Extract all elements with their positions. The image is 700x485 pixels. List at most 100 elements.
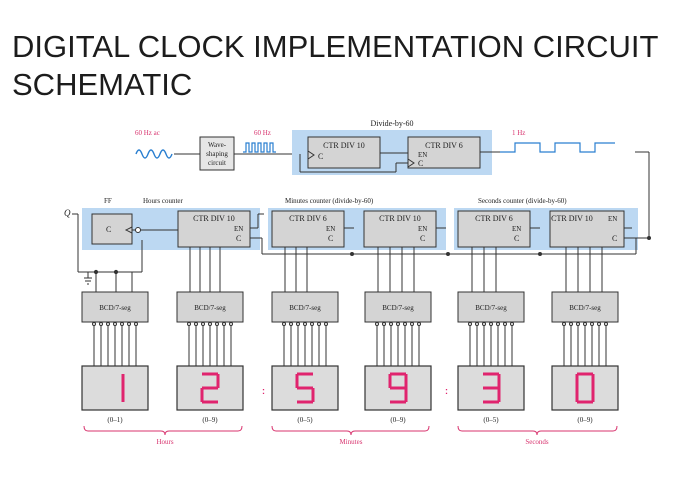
svg-text:circuit: circuit [208,159,226,167]
output-pin [389,322,393,326]
output-pin [215,322,219,326]
lit-segment [390,372,406,376]
counter-decoder-wires [189,247,603,292]
output-pin [396,322,400,326]
lit-segment [497,374,501,388]
output-pulse-icon [500,142,615,153]
output-pin [576,322,580,326]
output-pin [99,322,103,326]
range-label: (0–1) [107,416,123,424]
svg-text:C: C [612,234,617,243]
lit-segment [390,386,406,390]
svg-text:CTR DIV 10: CTR DIV 10 [551,214,593,223]
seven-segment-display [551,365,619,411]
svg-text:C: C [328,234,333,243]
counter-block-min-div10: CTR DIV 10 EN C [363,210,437,248]
output-pin [296,322,300,326]
seven-segment-display [271,365,339,411]
lit-segment [483,400,499,404]
decoder-minutes-units: BCD/7-seg [364,291,432,323]
output-pin [127,322,131,326]
output-pin [229,322,233,326]
range-label: (0–9) [202,416,218,424]
ground-icon [84,269,133,292]
svg-text:BCD/7-seg: BCD/7-seg [99,304,131,312]
svg-text:CTR DIV 6: CTR DIV 6 [425,141,463,150]
counter-block-hours-div10: CTR DIV 10 EN C [177,210,251,248]
range-label: (0–9) [577,416,593,424]
output-pin [222,322,226,326]
seven-segment-display [176,365,244,411]
separator-colon: : [262,386,265,396]
lit-segment [575,388,579,402]
lit-segment [575,374,579,388]
output-pin [403,322,407,326]
svg-text:C: C [514,234,519,243]
svg-text:CTR DIV 10: CTR DIV 10 [379,214,421,223]
counter-block-sec-div6: CTR DIV 6 EN C [457,210,531,248]
counter-blocks: CTR DIV 10 EN C CTR DIV 6 EN C CTR DIV 1… [177,210,625,248]
output-pin [194,322,198,326]
flip-flop [91,213,133,245]
svg-text:CTR DIV 6: CTR DIV 6 [475,214,513,223]
svg-text:CTR DIV 10: CTR DIV 10 [193,214,235,223]
svg-text:BCD/7-seg: BCD/7-seg [569,304,601,312]
lit-segment [216,374,220,388]
svg-text:BCD/7-seg: BCD/7-seg [382,304,414,312]
lit-segment [202,400,218,404]
output-pin [92,322,96,326]
output-pin [583,322,587,326]
output-pin [597,322,601,326]
group-label-hours: Hours [156,438,173,446]
svg-text:CTR DIV 6: CTR DIV 6 [289,214,327,223]
seven-segment-display [364,365,432,411]
output-pin [187,322,191,326]
decoder-seconds-tens: BCD/7-seg [457,291,525,323]
lit-segment [591,388,595,402]
seven-segment-display [81,365,149,411]
output-pin [510,322,514,326]
svg-text:C: C [318,152,323,161]
pulse-train-icon [243,142,276,153]
svg-text:EN: EN [512,225,521,233]
svg-text:EN: EN [608,215,617,223]
counter-block-sec-div10: CTR DIV 10 EN C [549,210,625,248]
output-pin [468,322,472,326]
output-pin [562,322,566,326]
output-pin [417,322,421,326]
lit-segment [577,400,593,404]
input-label: 60 Hz ac [135,129,160,137]
output-pin [324,322,328,326]
lit-segment [202,386,218,390]
lit-segment [404,388,408,402]
decoder-hours-tens: BCD/7-seg [81,291,149,323]
lit-segment [297,372,313,376]
output-pin [310,322,314,326]
lit-segment [200,388,204,402]
decoder-hours-units: BCD/7-seg [176,291,244,323]
decoders: BCD/7-seg BCD/7-seg BCD/7-seg BCD/7-seg … [81,291,619,323]
output-pin [604,322,608,326]
lit-segment [202,372,218,376]
output-pin [120,322,124,326]
lit-segment [295,374,299,388]
lit-segment [483,372,499,376]
svg-text:EN: EN [418,225,427,233]
seven-segment-display [457,365,525,411]
svg-text:Divide-by-60: Divide-by-60 [370,119,413,128]
output-pin [134,322,138,326]
output-pin [489,322,493,326]
output-pin [106,322,110,326]
group-label-seconds: Seconds [525,438,549,446]
counter-block-min-div6: CTR DIV 6 EN C [271,210,345,248]
svg-text:BCD/7-seg: BCD/7-seg [194,304,226,312]
lit-segment [311,388,315,402]
lit-segment [591,374,595,388]
slide-title: DIGITAL CLOCK IMPLEMENTATION CIRCUIT SCH… [12,29,658,102]
group-label-minutes: Minutes [340,438,363,446]
range-label: (0–5) [483,416,499,424]
svg-text:EN: EN [418,151,427,159]
output-pin [496,322,500,326]
svg-text:C: C [106,225,111,234]
